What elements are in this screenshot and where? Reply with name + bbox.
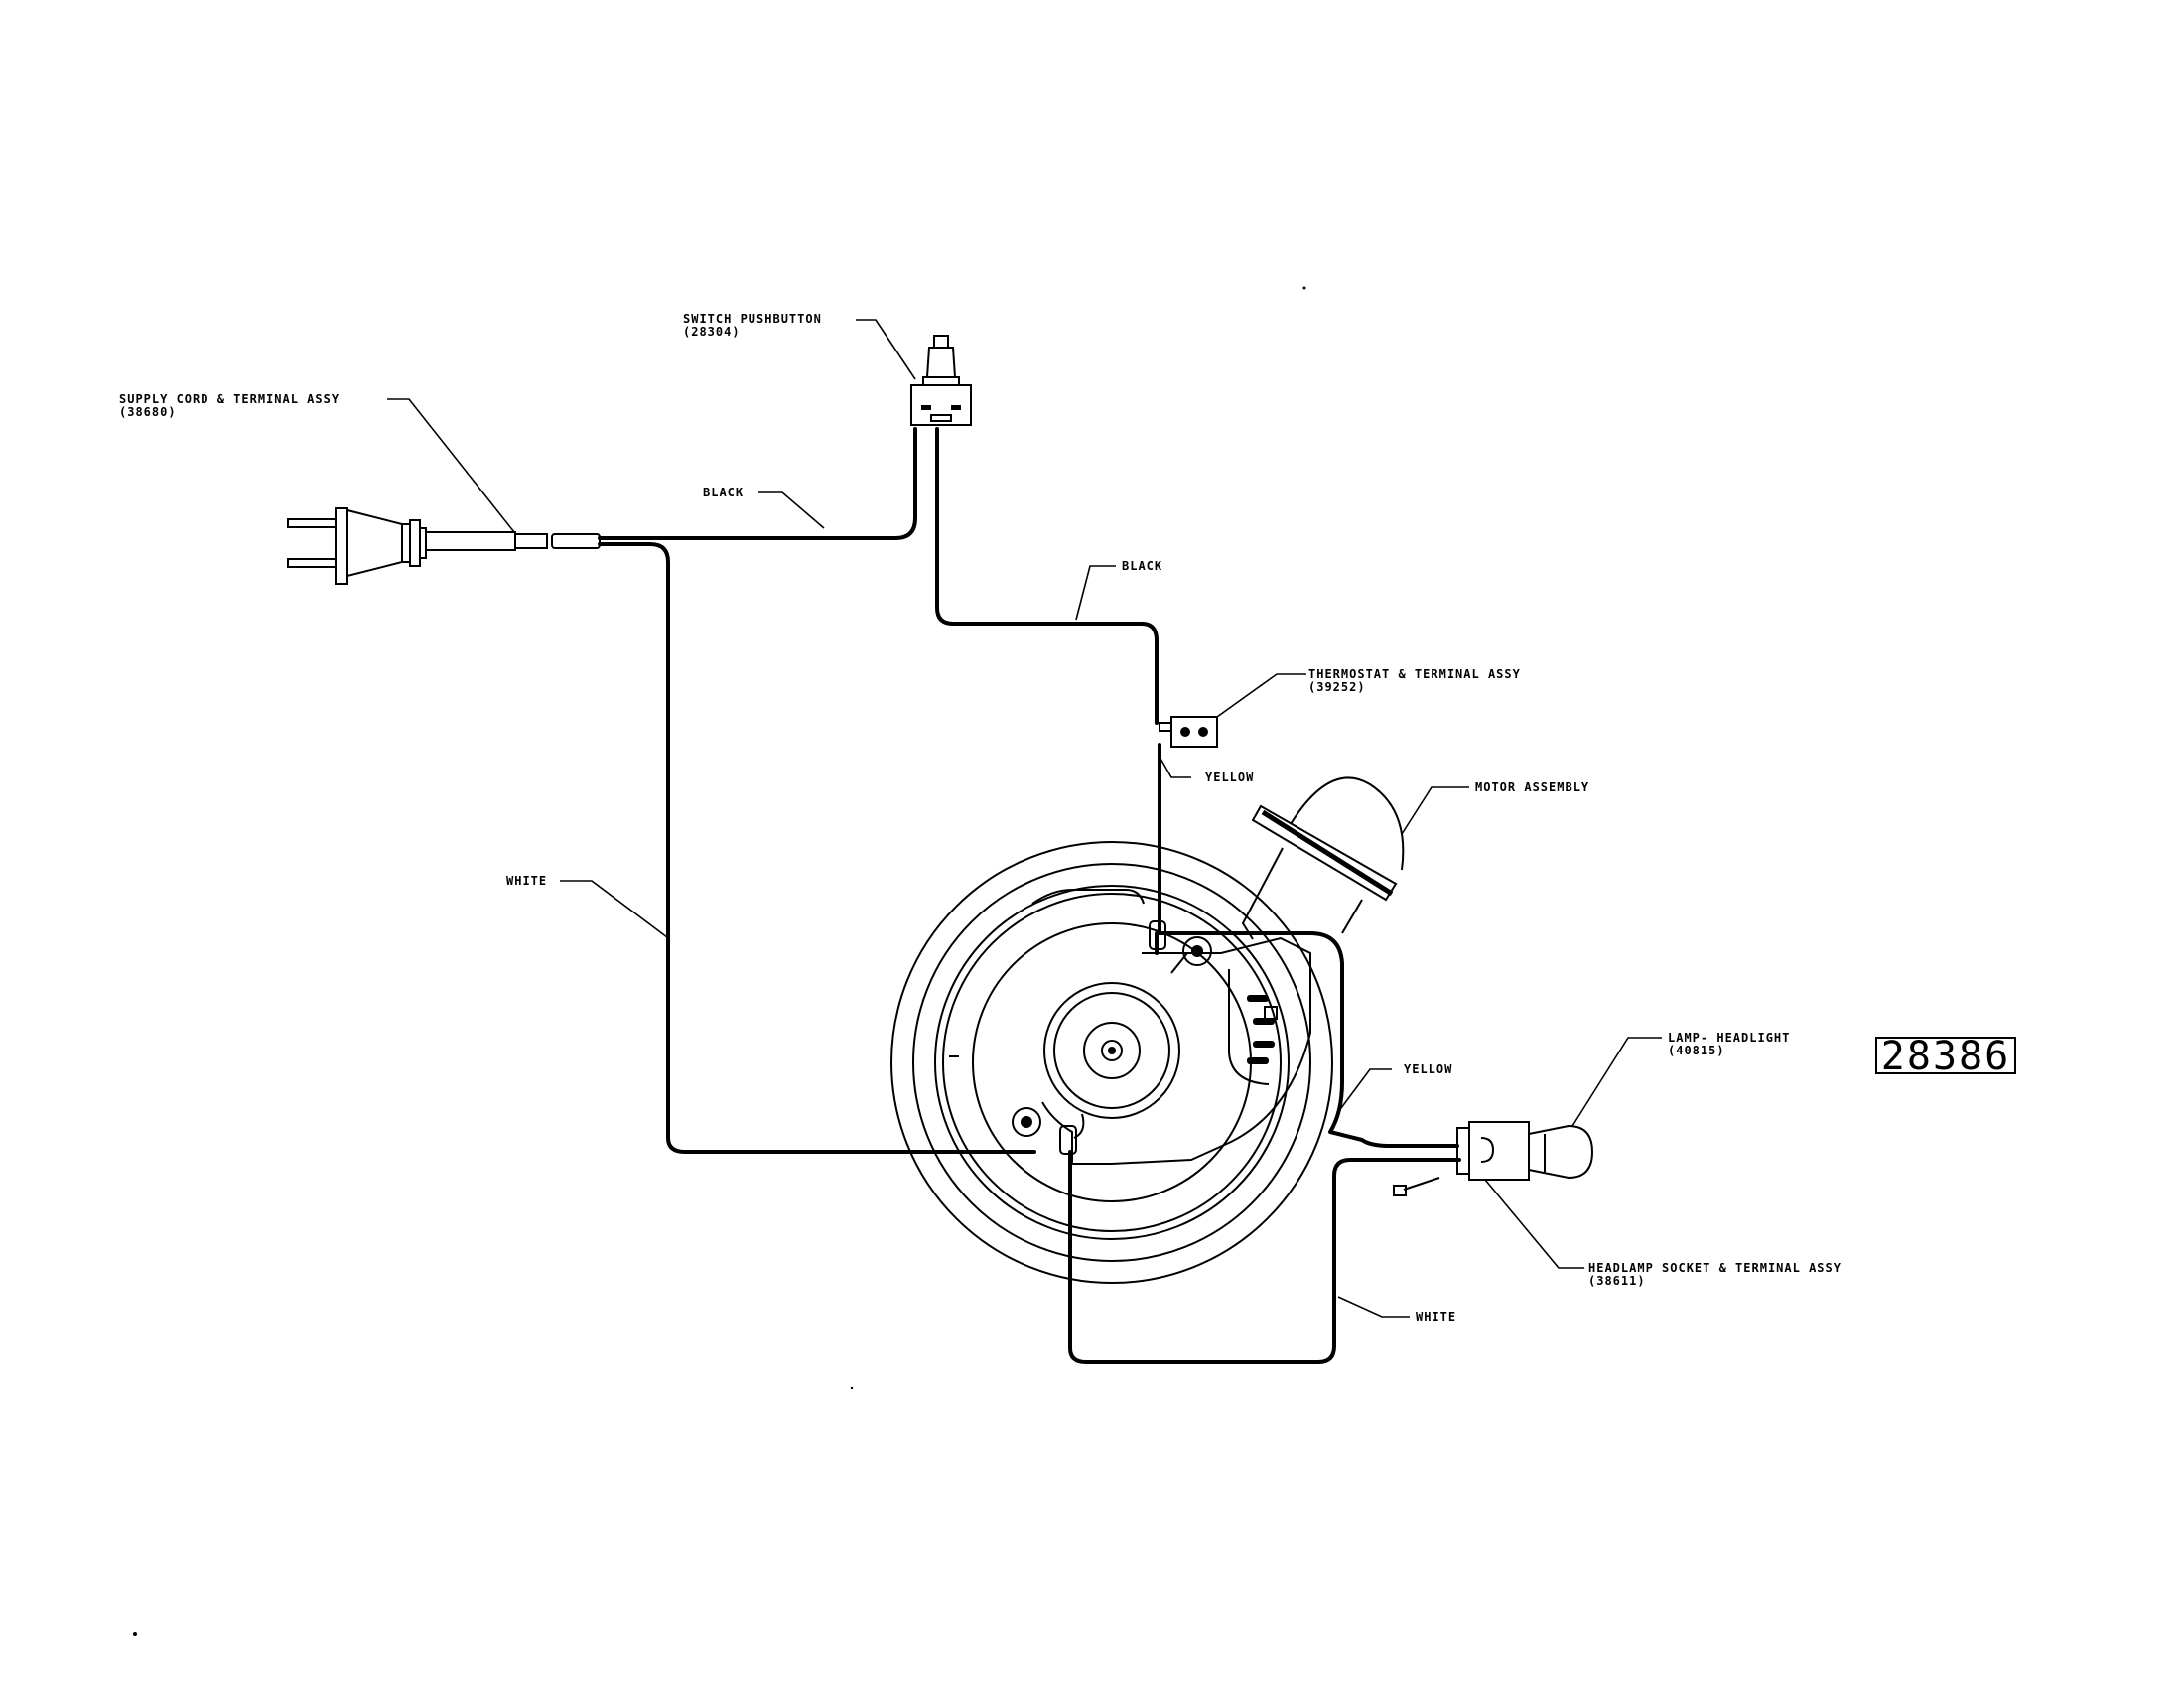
reference-number: 28386 (1881, 1034, 2010, 1079)
label-headlamp-socket: HEADLAMP SOCKET & TERMINAL ASSY (1588, 1261, 1842, 1275)
label-thermostat-part: (39252) (1308, 680, 1366, 694)
motor-icon (1241, 776, 1405, 940)
wire-motor-loop (1155, 931, 1459, 1148)
label-headlamp-socket-part: (38611) (1588, 1274, 1646, 1288)
label-switch-pushbutton-part: (28304) (683, 325, 741, 339)
plug-icon (287, 507, 601, 585)
motor-housing (890, 841, 1333, 1284)
label-yellow-1: YELLOW (1205, 771, 1254, 784)
label-yellow-2: YELLOW (1404, 1062, 1452, 1076)
label-switch-pushbutton: SWITCH PUSHBUTTON (683, 312, 822, 326)
lamp-bulb-icon (1528, 1124, 1594, 1180)
thermostat-icon (1159, 716, 1218, 748)
wire-black-supply (598, 427, 917, 540)
label-lamp-headlight-part: (40815) (1668, 1044, 1725, 1057)
label-supply-cord: SUPPLY CORD & TERMINAL ASSY (119, 392, 340, 406)
label-white-2: WHITE (1416, 1310, 1456, 1324)
wire-white-bottom (1068, 1150, 1461, 1364)
label-motor-assembly: MOTOR ASSEMBLY (1475, 780, 1589, 794)
leader-lines (387, 319, 1662, 1318)
wire-white-left (598, 542, 1036, 1154)
wire-black-thermostat (935, 427, 1159, 725)
label-white-1: WHITE (506, 874, 547, 888)
label-thermostat: THERMOSTAT & TERMINAL ASSY (1308, 667, 1521, 681)
label-lamp-headlight: LAMP- HEADLIGHT (1668, 1031, 1790, 1045)
reference-box: 28386 (1875, 1034, 2016, 1079)
label-black-1: BLACK (703, 486, 744, 499)
label-supply-cord-part: (38680) (119, 405, 177, 419)
pushbutton-switch-icon (910, 335, 972, 426)
label-black-2: BLACK (1122, 559, 1162, 573)
